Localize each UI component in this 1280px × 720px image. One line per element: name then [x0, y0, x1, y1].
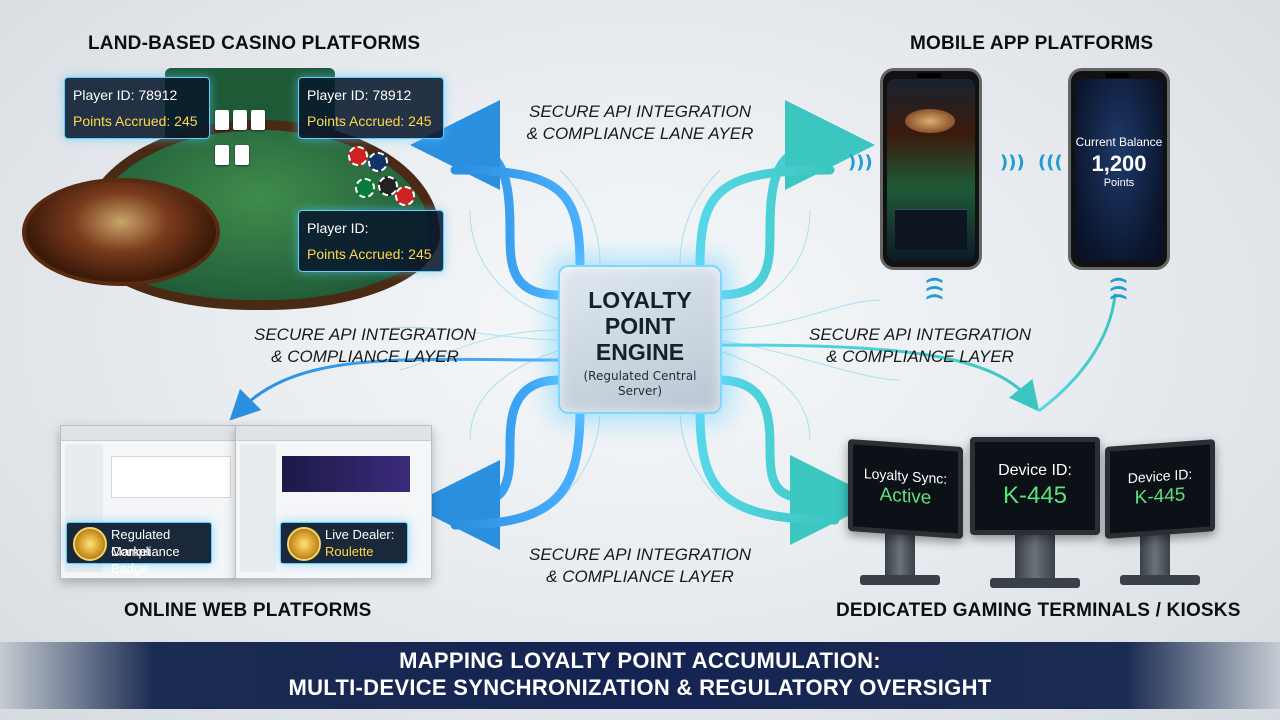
wifi-signal-icon: ((( [1038, 152, 1063, 173]
live-dealer-badge: Live Dealer: Roulette [280, 522, 408, 564]
engine-subtitle-line1: (Regulated Central [583, 369, 697, 383]
kiosk-screen-1: Loyalty Sync: Active [848, 438, 963, 540]
hud-player-id: Player ID: [307, 220, 369, 236]
playing-card [233, 110, 247, 130]
roulette-wheel [905, 109, 955, 133]
web-title: ONLINE WEB PLATFORMS [124, 600, 372, 621]
lane-right-line1: SECURE API INTEGRATION [809, 325, 1031, 344]
lane-top-line2: & COMPLIANCE LANE AYER [526, 124, 754, 143]
casino-chip [378, 176, 398, 196]
medal-badge-icon [73, 527, 107, 561]
lane-label-left: SECURE API INTEGRATION & COMPLIANCE LAYE… [240, 324, 490, 368]
lane-left-line1: SECURE API INTEGRATION [254, 325, 476, 344]
mobile-title: MOBILE APP PLATFORMS [910, 33, 1154, 54]
banner-line1: MAPPING LOYALTY POINT ACCUMULATION: [399, 648, 881, 673]
lane-right-line2: & COMPLIANCE LAYER [826, 347, 1014, 366]
casino-chip [348, 146, 368, 166]
casino-chip [355, 178, 375, 198]
hud-points: Points Accrued: 245 [307, 246, 432, 262]
lane-label-bottom: SECURE API INTEGRATION & COMPLIANCE LAYE… [505, 544, 775, 588]
casino-chip [368, 152, 388, 172]
browser-hero-banner [282, 456, 410, 492]
loyalty-point-engine: LOYALTY POINT ENGINE (Regulated Central … [558, 265, 722, 414]
phone-notch [917, 73, 941, 78]
playing-card [235, 145, 249, 165]
phone-roulette [880, 68, 982, 270]
engine-title-line3: ENGINE [595, 339, 685, 365]
hud-player-id: Player ID: 78912 [73, 87, 178, 103]
kiosk-base [860, 575, 940, 585]
playing-card [215, 145, 229, 165]
phone-controls [895, 209, 967, 250]
playing-card [215, 110, 229, 130]
wifi-signal-icon: ))) [1107, 276, 1129, 301]
phone-balance: Current Balance 1,200 Points [1068, 68, 1170, 270]
engine-subtitle: (Regulated Central Server) [560, 369, 720, 399]
wifi-signal-icon: ))) [1000, 152, 1025, 173]
engine-title-line1: LOYALTY [588, 287, 692, 313]
kiosk-title: DEDICATED GAMING TERMINALS / KIOSKS [836, 600, 1241, 621]
lane-label-top: SECURE API INTEGRATION & COMPLIANCE LANE… [505, 101, 775, 145]
hud-points: Points Accrued: 245 [307, 113, 432, 129]
compliance-badge-line2: Compliance Badge [111, 544, 180, 576]
browser-content-card [111, 456, 231, 498]
casino-hud-2: Player ID: 78912 Points Accrued: 245 [298, 77, 444, 139]
engine-title: LOYALTY POINT ENGINE [560, 287, 720, 365]
banner-line2: MULTI-DEVICE SYNCHRONIZATION & REGULATOR… [288, 675, 992, 700]
land-based-title: LAND-BASED CASINO PLATFORMS [88, 33, 421, 54]
live-dealer-line1: Live Dealer: [325, 527, 395, 542]
kiosk-value: K-445 [1134, 484, 1186, 509]
engine-title-line2: POINT [604, 313, 676, 339]
roulette-wheel [22, 178, 220, 286]
playing-card [251, 110, 265, 130]
lane-label-right: SECURE API INTEGRATION & COMPLIANCE LAYE… [795, 324, 1045, 368]
balance-unit: Points [1103, 177, 1135, 189]
kiosk-base [990, 578, 1080, 588]
lane-top-line1: SECURE API INTEGRATION [529, 102, 751, 121]
balance-value: 1,200 [1091, 151, 1147, 176]
engine-subtitle-line2: Server) [617, 384, 663, 398]
compliance-badge: Regulated Market Compliance Badge [66, 522, 212, 576]
medal-badge-icon [287, 527, 321, 561]
kiosk-label: Device ID: [998, 462, 1072, 479]
kiosk-screen-3: Device ID: K-445 [1105, 439, 1215, 539]
hud-points: Points Accrued: 245 [73, 113, 198, 129]
kiosk-value: K-445 [1002, 482, 1068, 509]
live-dealer-line2: Roulette [325, 544, 374, 559]
compliance-badge-line1: Regulated Market [111, 527, 171, 559]
casino-hud-3: Player ID: Points Accrued: 245 [298, 210, 444, 272]
lane-left-line2: & COMPLIANCE LAYER [271, 347, 459, 366]
bottom-banner: MAPPING LOYALTY POINT ACCUMULATION: MULT… [0, 642, 1280, 709]
lane-bottom-line2: & COMPLIANCE LAYER [546, 567, 734, 586]
kiosk-stand [1015, 528, 1055, 583]
browser-tab-bar [236, 426, 431, 441]
browser-sidebar [240, 444, 276, 572]
wifi-signal-icon: ))) [923, 276, 945, 301]
browser-tab-bar [61, 426, 236, 441]
phone-game-screen [887, 79, 975, 261]
kiosk-screen-2: Device ID: K-445 [970, 437, 1100, 535]
casino-chip [395, 186, 415, 206]
lane-bottom-line1: SECURE API INTEGRATION [529, 545, 751, 564]
casino-hud-1: Player ID: 78912 Points Accrued: 245 [64, 77, 210, 139]
phone-balance-screen: Current Balance 1,200 Points [1075, 79, 1163, 261]
phone-notch [1105, 73, 1129, 78]
wifi-signal-icon: ))) [848, 152, 873, 173]
hud-player-id: Player ID: 78912 [307, 87, 412, 103]
balance-label: Current Balance [1075, 135, 1163, 149]
kiosk-base [1120, 575, 1200, 585]
kiosk-value: Active [879, 484, 932, 509]
